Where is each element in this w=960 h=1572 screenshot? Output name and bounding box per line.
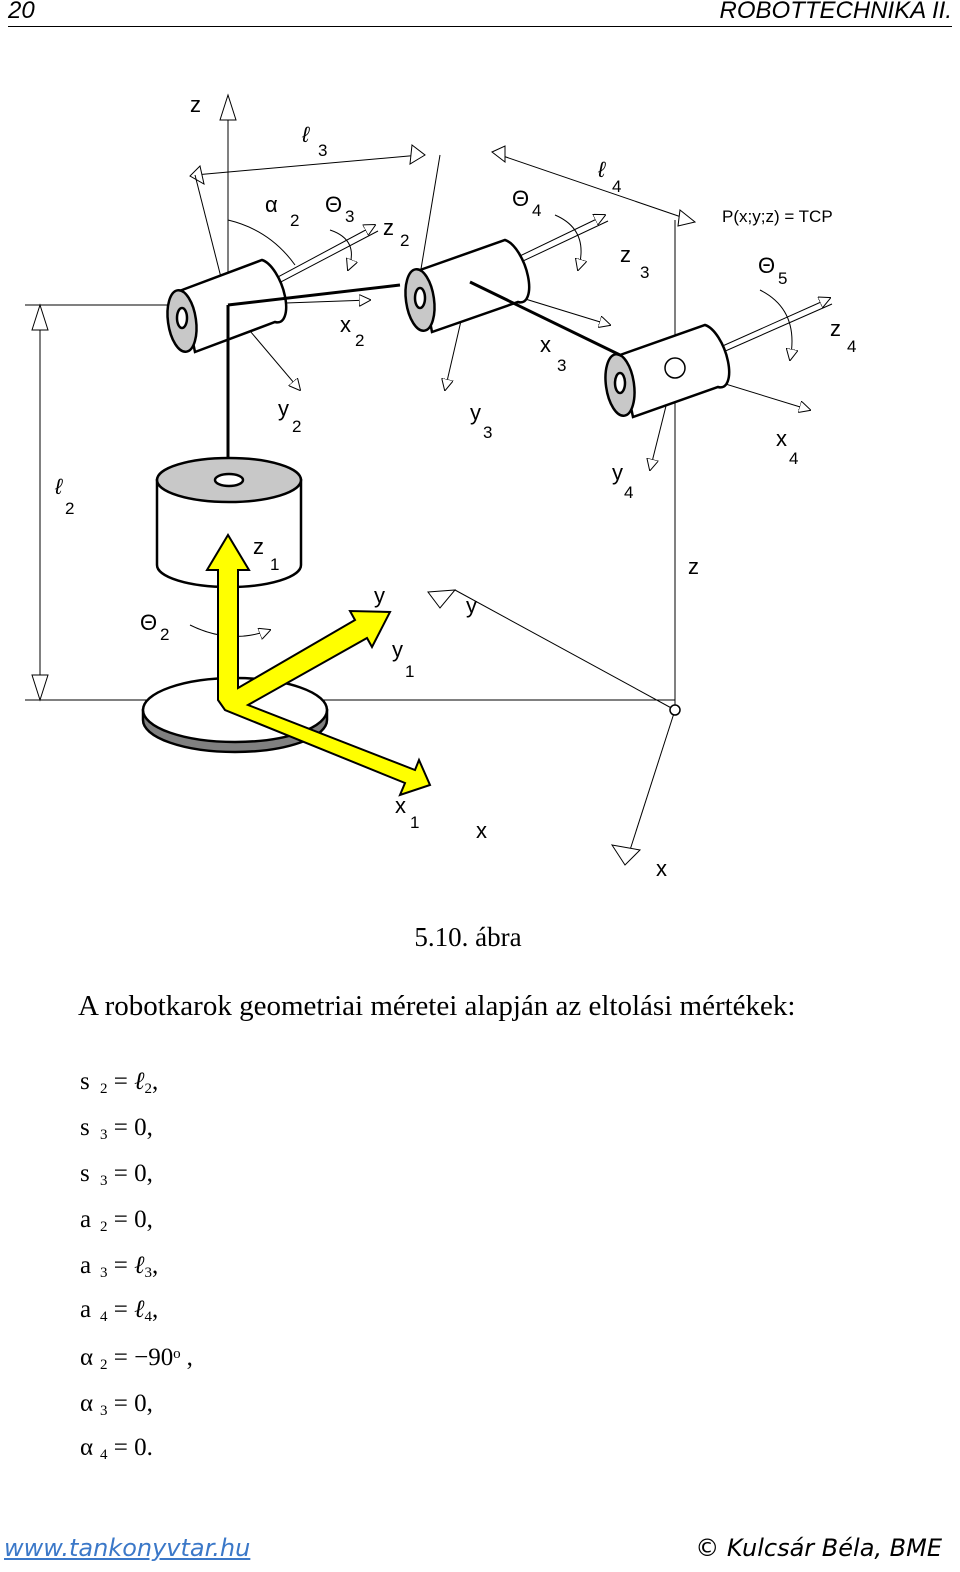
label-tcp: P(x;y;z) = TCP: [722, 207, 833, 226]
label-l4: ℓ: [597, 157, 606, 182]
label-x-far: x: [656, 856, 667, 881]
svg-text:3: 3: [557, 356, 566, 375]
label-theta3: Θ: [325, 192, 342, 217]
label-theta5: Θ: [758, 253, 775, 278]
label-x-mid: x: [476, 818, 487, 843]
footer-copyright: © Kulcsár Béla, BME: [695, 1534, 942, 1562]
svg-text:2: 2: [290, 211, 299, 230]
label-z-right: z: [688, 554, 699, 579]
page-footer: www.tankonyvtar.hu © Kulcsár Béla, BME: [0, 1534, 960, 1570]
svg-text:3: 3: [345, 207, 354, 226]
svg-text:4: 4: [847, 337, 856, 356]
svg-text:4: 4: [624, 483, 633, 502]
robot-arm-figure: z ℓ 3 α 2 Θ 3 z 2 Θ 4 ℓ 4 z 3 P(x;y;z) =…: [25, 92, 856, 881]
label-z3: z: [620, 242, 631, 267]
label-x4: x: [776, 426, 787, 451]
label-y4: y: [612, 460, 623, 485]
svg-text:3: 3: [640, 263, 649, 282]
svg-text:2: 2: [400, 231, 409, 250]
figure-caption: 5.10. ábra: [414, 922, 522, 952]
label-y3: y: [470, 400, 481, 425]
svg-text:2: 2: [292, 417, 301, 436]
label-theta4: Θ: [512, 186, 529, 211]
label-y1: y: [392, 637, 403, 662]
svg-text:5: 5: [778, 269, 787, 288]
label-z4: z: [830, 316, 841, 341]
svg-text:3: 3: [483, 423, 492, 442]
svg-text:4: 4: [532, 201, 541, 220]
label-z-top: z: [190, 92, 201, 117]
label-l2: ℓ: [54, 474, 63, 499]
label-z2: z: [383, 215, 394, 240]
book-title: ROBOTTECHNIKA II.: [719, 0, 952, 24]
label-y-b: y: [466, 593, 477, 618]
frame-axes: [227, 215, 833, 470]
origin-point: [669, 704, 681, 716]
label-x2: x: [340, 312, 351, 337]
base-frame-axes: [205, 533, 432, 797]
label-x3: x: [540, 332, 551, 357]
label-y2: y: [278, 396, 289, 421]
svg-text:2: 2: [160, 625, 169, 644]
label-z1: z: [253, 534, 264, 559]
svg-text:4: 4: [612, 177, 621, 196]
footer-url-link[interactable]: www.tankonyvtar.hu: [4, 1534, 251, 1562]
tcp-point: [664, 357, 686, 379]
figure-labels: z ℓ 3 α 2 Θ 3 z 2 Θ 4 ℓ 4 z 3 P(x;y;z) =…: [54, 92, 856, 881]
svg-text:1: 1: [410, 813, 419, 832]
label-x1: x: [395, 793, 406, 818]
page-header: 20 ROBOTTECHNIKA II.: [8, 0, 952, 27]
label-theta2: Θ: [140, 610, 157, 635]
label-alpha2: α: [265, 192, 278, 217]
page-number: 20: [8, 0, 35, 24]
construction-lines: [25, 93, 697, 866]
svg-text:1: 1: [405, 662, 414, 681]
svg-text:2: 2: [355, 331, 364, 350]
label-y-a: y: [374, 583, 385, 608]
svg-text:3: 3: [318, 141, 327, 160]
label-l3: ℓ: [301, 122, 310, 147]
svg-text:1: 1: [270, 555, 279, 574]
intro-text: A robotkarok geometriai méretei alapján …: [78, 990, 796, 1022]
arm-links: [226, 280, 621, 480]
svg-text:4: 4: [789, 449, 798, 468]
svg-text:2: 2: [65, 499, 74, 518]
